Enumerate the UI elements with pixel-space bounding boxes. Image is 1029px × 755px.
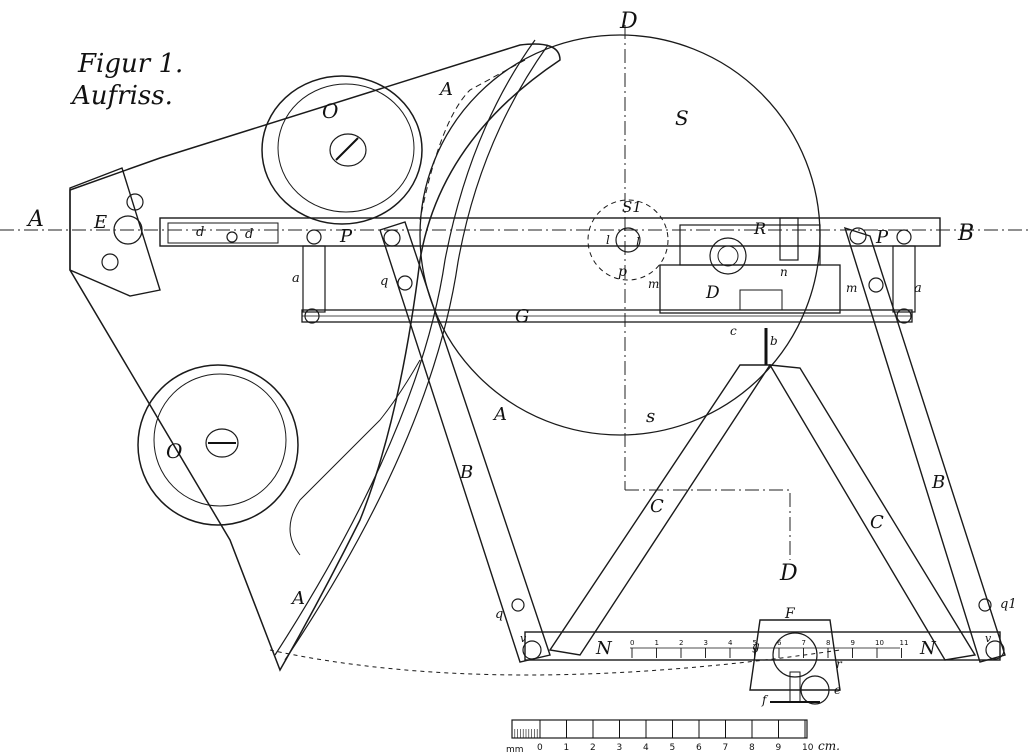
label-d-2: d: [245, 227, 253, 242]
ruler-N-tick-label: 10: [875, 639, 884, 647]
ruler-N-tick-label: 3: [704, 639, 708, 647]
figure-subtitle: Aufriss.: [70, 81, 173, 111]
ruler-N-tick-label: 8: [826, 639, 830, 647]
bracket-E: E: [69, 167, 161, 297]
ruler-N: N N v v 0 1 2 3 4 5 6 7 8 9 10 11: [520, 631, 1001, 661]
label-B-left: B: [459, 462, 473, 483]
axis-vertical-lower: [625, 489, 791, 560]
label-a-left: a: [292, 271, 300, 286]
label-a-right: a: [914, 281, 922, 296]
cursor-F: F g r e f: [749, 606, 843, 707]
axis-label-left: A: [26, 207, 44, 232]
label-f: f: [761, 693, 769, 707]
scale-tick-label: 8: [749, 743, 755, 753]
disk-O-lower: O: [137, 364, 299, 526]
axis-label-bottom: D: [779, 561, 798, 586]
scale-tick-label: 3: [617, 743, 623, 753]
axis-label-right: B: [957, 221, 974, 246]
label-C-left: C: [650, 496, 664, 517]
scale-tick-label: 1: [564, 743, 570, 753]
scale-bar: 0 1 2 3 4 5 6 7 8 9 10 mm cm.: [506, 719, 840, 755]
label-G: G: [515, 306, 529, 327]
label-m-left: m: [648, 277, 659, 291]
link-B-left: B q q: [379, 221, 551, 663]
ruler-N-tick-label: 9: [851, 639, 855, 647]
label-d-1: d: [196, 225, 204, 240]
scale-tick-label: 5: [670, 743, 676, 753]
label-R: R: [753, 219, 766, 238]
label-D: D: [705, 283, 720, 303]
link-C-left: C: [548, 364, 772, 656]
ruler-N-tick-label: 7: [802, 639, 806, 647]
frame-A: [69, 39, 841, 676]
rail-P: d d P P: [159, 217, 941, 248]
label-P-right: P: [875, 227, 889, 248]
label-l-2: l: [636, 235, 640, 249]
label-v-right: v: [985, 632, 992, 645]
carriage-D: D R n m m c b: [648, 217, 857, 365]
ruler-N-tick-label: 11: [900, 639, 909, 647]
scale-tick-label: 6: [696, 743, 702, 753]
ruler-N-tick-label: 1: [655, 639, 659, 647]
label-b: b: [770, 334, 778, 348]
link-C-right: C: [768, 364, 977, 661]
link-B-right: B q1: [843, 226, 1017, 663]
label-p-small: p: [618, 264, 627, 280]
label-A-mid: A: [492, 404, 507, 425]
hanger-a-left: a: [292, 229, 326, 313]
scale-unit-mm: mm: [506, 745, 524, 755]
label-m-right: m: [846, 281, 857, 295]
scale-tick-label: 7: [723, 743, 729, 753]
label-q-left-low: q: [495, 607, 503, 622]
label-O-upper: O: [322, 99, 338, 123]
label-r: r: [836, 657, 843, 671]
scale-tick-label: 0: [537, 743, 543, 753]
ruler-N-tick-label: 5: [753, 639, 757, 647]
label-S1: S1: [622, 198, 642, 216]
label-A-top: A: [438, 79, 453, 100]
scale-tick-label: 9: [776, 743, 782, 753]
scale-tick-label: 10: [802, 743, 814, 753]
wheel-S1: S1 p l l: [587, 198, 669, 281]
scale-tick-label: 4: [643, 743, 649, 753]
ruler-N-ticks: 0 1 2 3 4 5 6 7 8 9 10 11: [630, 639, 908, 658]
label-e: e: [834, 683, 841, 697]
label-g: g: [752, 639, 760, 653]
label-A-bottom: A: [290, 588, 305, 609]
label-E: E: [93, 212, 107, 233]
label-F: F: [784, 606, 796, 622]
label-P-left: P: [339, 226, 353, 247]
label-N-left: N: [595, 638, 613, 659]
ruler-N-tick-label: 4: [728, 639, 733, 647]
label-O-lower: O: [166, 439, 182, 463]
label-s: s: [646, 406, 655, 427]
disk-O-upper: O: [261, 75, 423, 225]
hanger-a-right: a: [892, 229, 922, 313]
label-v-left: v: [520, 632, 527, 645]
scale-tick-label: 2: [590, 743, 596, 753]
rod-G: G: [301, 306, 913, 327]
scale-ticks: 0 1 2 3 4 5 6 7 8 9 10: [514, 720, 814, 753]
label-c: c: [730, 324, 737, 338]
label-q1-right: q1: [1000, 597, 1017, 612]
ruler-N-tick-label: 2: [679, 639, 683, 647]
label-C-right: C: [870, 512, 884, 533]
scale-unit-cm: cm.: [818, 739, 840, 753]
figure-title: Figur 1.: [77, 49, 183, 79]
label-B-right: B: [931, 472, 945, 493]
ruler-N-tick-label: 6: [777, 639, 782, 647]
label-N-right: N: [919, 638, 937, 659]
label-l-1: l: [606, 233, 610, 247]
label-n: n: [780, 265, 788, 279]
axis-label-top: D: [619, 9, 638, 34]
label-S: S: [675, 106, 689, 130]
ruler-N-tick-label: 0: [630, 639, 634, 647]
label-q-left: q: [380, 274, 388, 289]
